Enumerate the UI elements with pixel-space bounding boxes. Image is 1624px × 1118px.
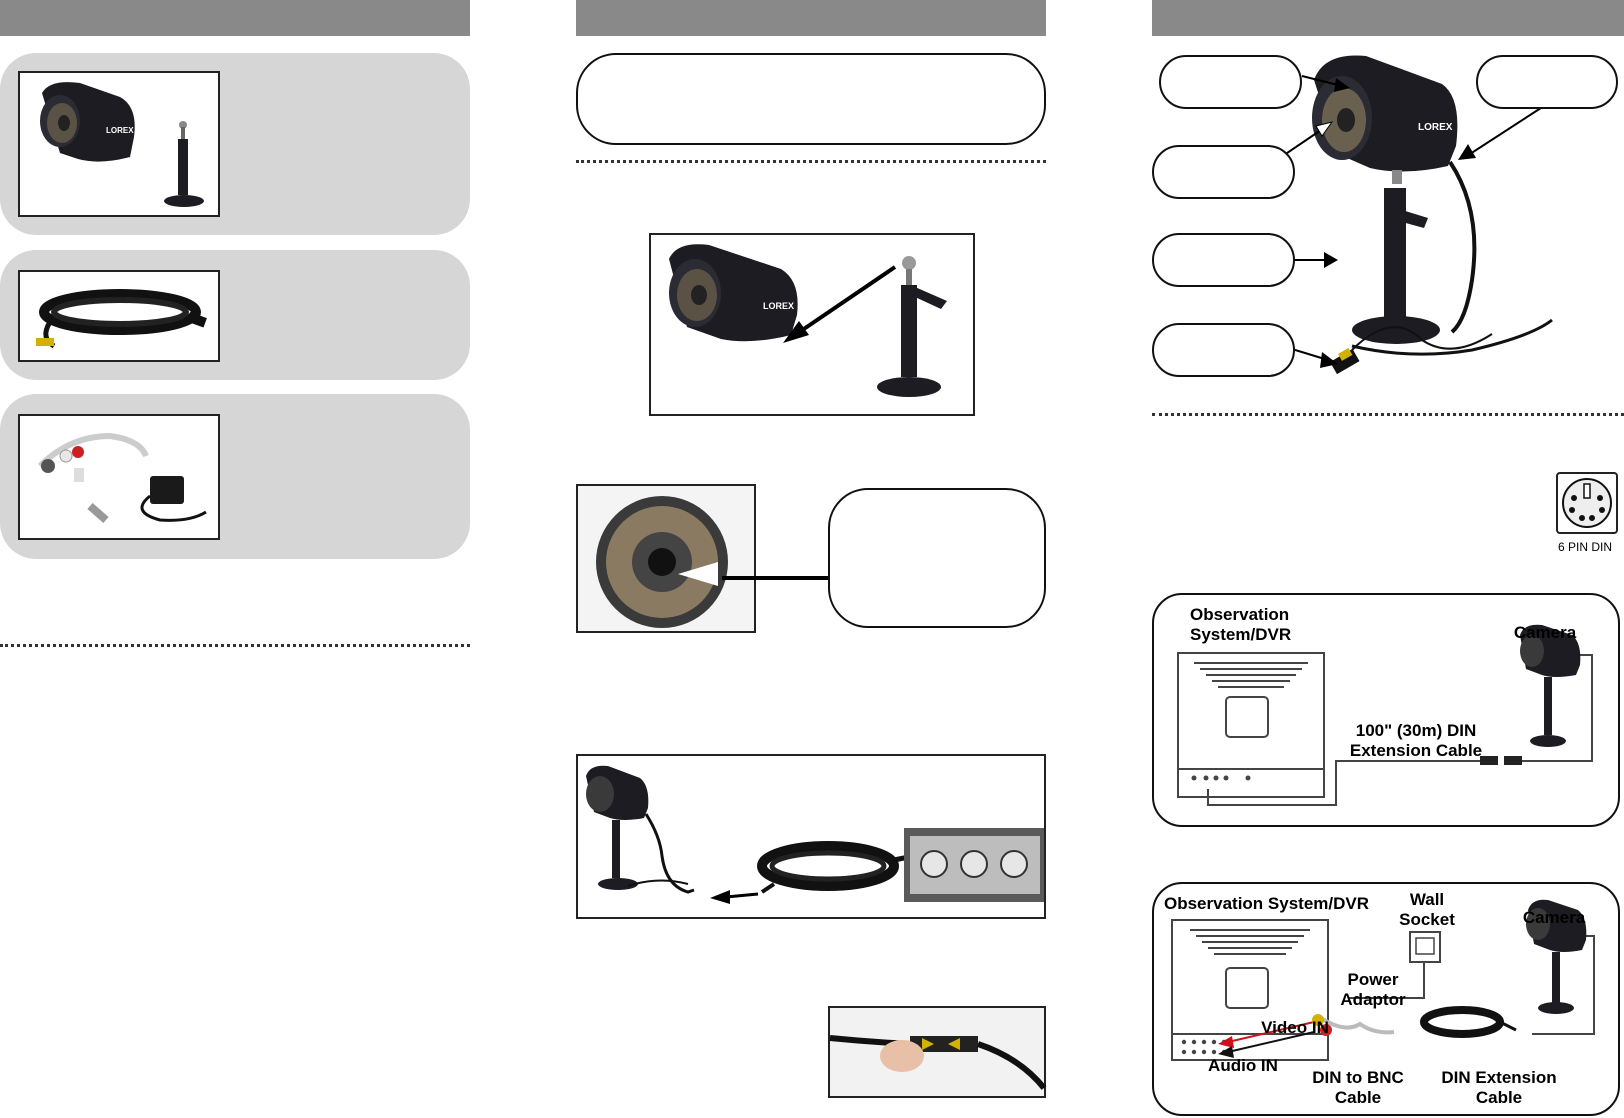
diagram-basic-cable-label: 100" (30m) DIN Extension Cable <box>1349 721 1483 760</box>
camera-icon <box>586 765 695 894</box>
din-pin-frame <box>1556 472 1618 534</box>
arrow-icon <box>710 890 759 904</box>
part-callout-1 <box>1159 55 1302 109</box>
package-item-camera-panel: LOREX <box>0 53 470 235</box>
stand-icon <box>877 256 947 397</box>
adapter-icon <box>37 432 207 524</box>
col1-divider <box>0 644 470 647</box>
plug-connection-photo-frame <box>828 1006 1047 1098</box>
camera-icon <box>1526 899 1587 1014</box>
diagram-full-din-bnc-label: DIN to BNC Cable <box>1312 1068 1404 1107</box>
wall-socket-icon <box>1348 931 1441 999</box>
package-item-accessories-panel <box>0 394 470 559</box>
part-callout-4 <box>1152 233 1295 287</box>
arrow-icon <box>783 265 897 343</box>
diagram-full-system-label: Observation System/DVR <box>1164 894 1370 913</box>
mount-illustration: LOREX <box>669 244 947 397</box>
lens-connector-line <box>722 576 828 580</box>
camera-icon: LOREX <box>40 82 135 162</box>
svg-text:LOREX: LOREX <box>763 301 794 311</box>
cable-coil-icon <box>757 841 915 894</box>
diagram-full-audio-in-label: Audio IN <box>1208 1056 1278 1075</box>
svg-text:LOREX: LOREX <box>106 126 134 135</box>
connect-cable-photo-frame <box>576 754 1046 919</box>
camera-icon: LOREX <box>1312 55 1477 334</box>
diagram-full-video-in-label: Video IN <box>1261 1018 1329 1037</box>
col1-header-bar <box>0 0 470 36</box>
monitor-icon <box>1171 919 1329 1061</box>
diagram-basic-camera-label: Camera <box>1513 623 1577 642</box>
diagram-full-wall-socket-label: Wall Socket <box>1399 890 1455 929</box>
diagram-full-power-adaptor-label: Power Adaptor <box>1340 970 1406 1009</box>
stand-icon <box>164 121 204 207</box>
cable-coil-icon <box>1420 1006 1517 1038</box>
col3-divider <box>1152 413 1624 416</box>
part-callout-3 <box>1152 145 1295 199</box>
camera-parts-illustration: LOREX <box>1152 50 1624 410</box>
din-connector-icon <box>904 828 1044 902</box>
part-callout-2 <box>1476 55 1618 109</box>
col3-header-bar <box>1152 0 1624 36</box>
din-connector-icon <box>1562 478 1612 528</box>
col2-header-bar <box>576 0 1046 36</box>
arrow-icon <box>1218 1021 1315 1058</box>
camera-icon: LOREX <box>669 244 798 342</box>
col2-top-callout-box <box>576 53 1046 145</box>
camera-with-stand-icon: LOREX <box>40 82 204 207</box>
col2-divider <box>576 160 1046 163</box>
wiring-diagram-basic-svg <box>1177 624 1593 806</box>
mount-camera-photo-frame: LOREX <box>649 233 975 416</box>
diagram-full-camera-label: Camera <box>1522 908 1586 927</box>
din-pin-label: 6 PIN DIN <box>1557 540 1612 554</box>
diagram-full-din-ext-label: DIN Extension Cable <box>1441 1068 1557 1107</box>
camera-parts-svg: LOREX <box>1255 55 1553 375</box>
wiring-diagram-basic: Observation System/DVR Camera 100" (30m)… <box>1152 593 1620 827</box>
package-item-cable-panel <box>0 250 470 380</box>
wiring-diagram-full-svg <box>1171 899 1595 1061</box>
plug-connection-icon <box>829 1008 1047 1096</box>
lens-closeup-photo-frame <box>576 484 756 633</box>
diagram-basic-system-label: Observation System/DVR <box>1190 605 1292 644</box>
monitor-icon <box>1177 652 1325 798</box>
stand-icon <box>1329 170 1553 375</box>
lens-callout-box <box>828 488 1046 628</box>
camera-photo-frame: LOREX <box>18 71 220 217</box>
accessories-photo-frame <box>18 414 220 540</box>
svg-text:LOREX: LOREX <box>1418 122 1453 133</box>
adapter-icon <box>1312 1014 1395 1036</box>
cable-photo-frame <box>18 270 220 362</box>
wiring-diagram-full: Observation System/DVR Wall Socket Camer… <box>1152 882 1620 1116</box>
camera-icon <box>1520 624 1581 747</box>
cable-coil-icon <box>36 289 207 349</box>
lens-closeup-icon <box>578 486 754 631</box>
connect-cable-illustration <box>586 765 1044 904</box>
part-callout-5 <box>1152 323 1295 377</box>
